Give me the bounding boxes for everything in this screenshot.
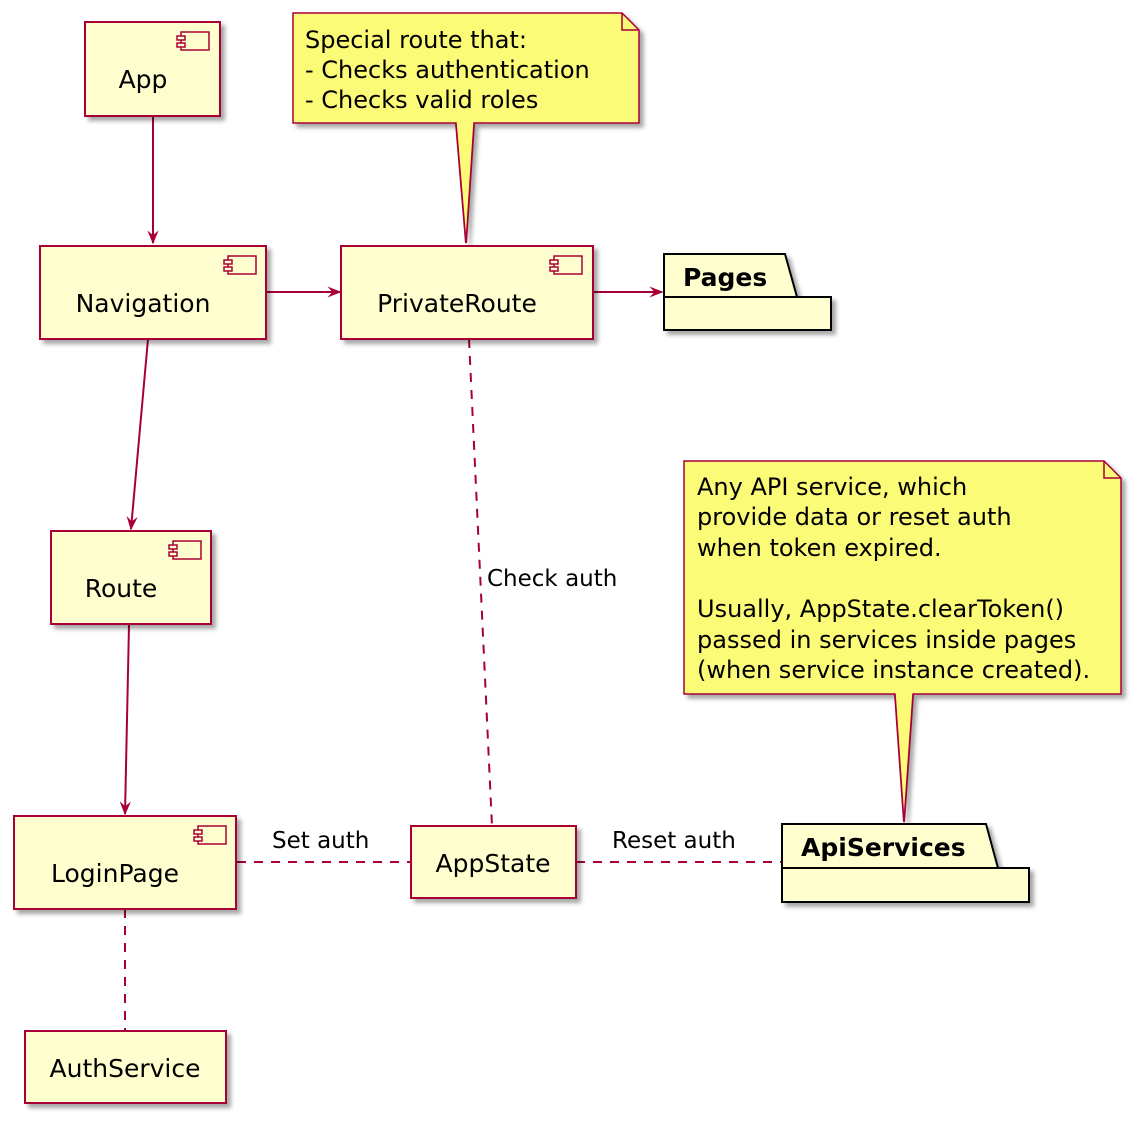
- edge-privateroute-appstate: [468, 338, 493, 827]
- component-icon: [176, 31, 210, 51]
- edge-label-set-auth: Set auth: [272, 828, 369, 854]
- note-line: (when service instance created).: [697, 656, 1090, 684]
- package-label: ApiServices: [801, 833, 966, 862]
- component-app[interactable]: App: [84, 21, 221, 117]
- edge-label-check-auth: Check auth: [487, 566, 617, 592]
- node-auth-service[interactable]: AuthService: [24, 1030, 227, 1104]
- package-api-services[interactable]: ApiServices: [781, 823, 1030, 903]
- note-line: provide data or reset auth: [697, 503, 1012, 531]
- package-label: Pages: [683, 263, 767, 292]
- edge-navigation-route: [126, 338, 149, 531]
- component-icon: [549, 255, 583, 275]
- edge-label-reset-auth: Reset auth: [612, 828, 736, 854]
- note-line: - Checks valid roles: [305, 86, 538, 114]
- component-label: LoginPage: [51, 859, 179, 888]
- node-label: AppState: [435, 849, 550, 878]
- component-icon: [193, 825, 227, 845]
- component-private-route[interactable]: PrivateRoute: [340, 245, 594, 340]
- note-api-services: Any API service, which provide data or r…: [683, 460, 1122, 823]
- node-label: AuthService: [50, 1054, 201, 1083]
- note-line: - Checks authentication: [305, 56, 590, 84]
- note-line: Usually, AppState.clearToken(): [697, 595, 1064, 623]
- edge-route-loginpage: [119, 624, 131, 816]
- component-route[interactable]: Route: [50, 530, 212, 625]
- component-login-page[interactable]: LoginPage: [13, 815, 237, 910]
- note-line: Special route that:: [305, 26, 527, 54]
- component-icon: [168, 540, 202, 560]
- component-label: Route: [85, 574, 158, 603]
- note-line: passed in services inside pages: [697, 626, 1076, 654]
- note-private-route: Special route that: - Checks authenticat…: [292, 12, 640, 244]
- package-pages[interactable]: Pages: [663, 253, 832, 331]
- node-app-state[interactable]: AppState: [410, 825, 577, 899]
- note-line: Any API service, which: [697, 473, 967, 501]
- component-icon: [223, 255, 257, 275]
- component-navigation[interactable]: Navigation: [39, 245, 267, 340]
- component-label: PrivateRoute: [377, 289, 537, 318]
- component-label: App: [119, 65, 168, 94]
- note-line: when token expired.: [697, 534, 942, 562]
- component-label: Navigation: [76, 289, 211, 318]
